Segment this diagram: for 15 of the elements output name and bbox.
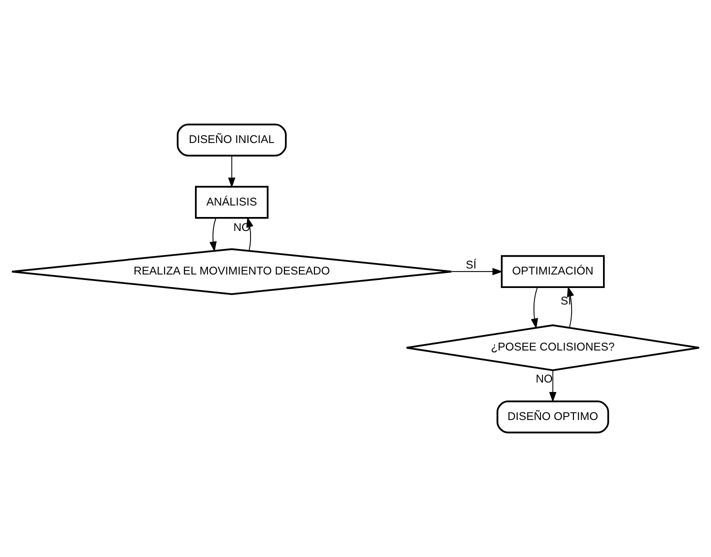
arrow xyxy=(228,155,236,188)
node-box: DISEÑO INICIAL xyxy=(176,124,287,156)
arrow xyxy=(549,370,556,402)
node-box: OPTIMIZACIÓN xyxy=(500,255,605,288)
node-box: DISEÑO OPTIMO xyxy=(496,400,610,434)
edge-label: NO xyxy=(536,374,553,386)
node-box: ANÁLISIS xyxy=(194,186,269,219)
arrow xyxy=(567,286,574,328)
node-diamond: ¿POSEE COLISIONES? xyxy=(406,324,700,372)
edge-label: SÍ xyxy=(466,259,476,272)
arrow xyxy=(451,268,503,276)
arrow xyxy=(209,218,217,252)
arrow xyxy=(530,287,538,329)
edge-label: SÍ xyxy=(560,295,572,308)
node-diamond: REALIZA EL MOVIMIENTO DESEADO xyxy=(11,248,452,295)
